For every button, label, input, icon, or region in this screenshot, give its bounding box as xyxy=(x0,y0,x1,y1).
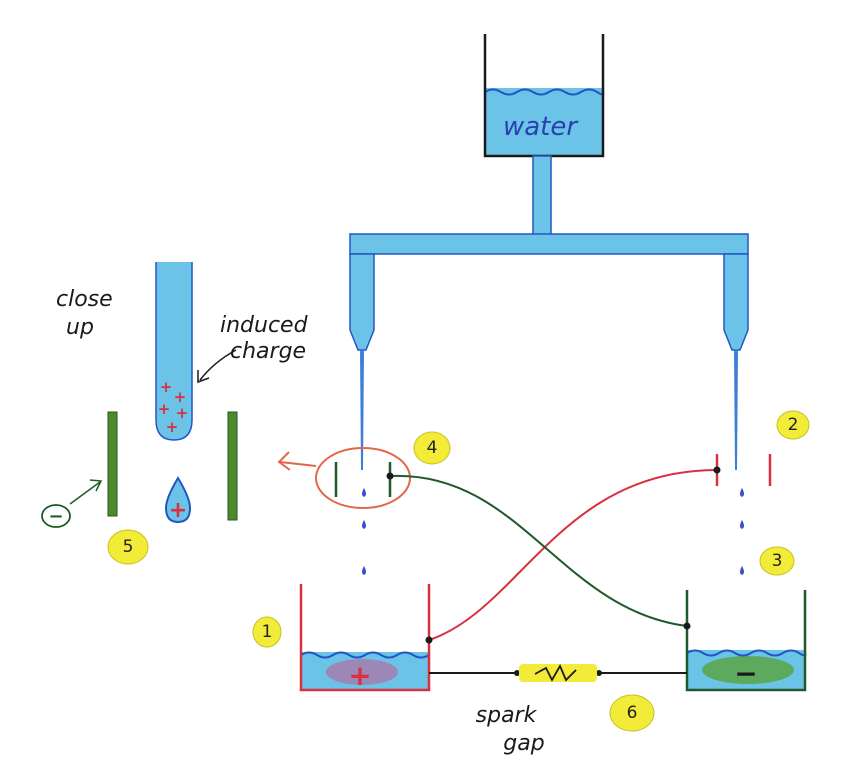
induced-plus-5: + xyxy=(166,418,179,436)
pipe-system xyxy=(349,155,749,470)
close-up-pipe xyxy=(155,262,193,441)
badge-3 xyxy=(759,546,795,576)
badge-6-label: 6 xyxy=(627,703,638,723)
badge-6 xyxy=(609,694,655,732)
horizontal-manifold-pipe xyxy=(349,233,749,255)
left-drop-1 xyxy=(362,488,366,497)
red-wire-node-left xyxy=(425,636,433,644)
red-wire xyxy=(428,469,718,641)
left-drop-pipe xyxy=(349,253,375,351)
badge-4-label: 4 xyxy=(427,438,438,458)
cross-wires xyxy=(386,466,721,644)
spark-gap-glow xyxy=(519,664,597,682)
right-water-stream xyxy=(734,350,738,470)
left-drops xyxy=(362,488,366,575)
induced-plus-3: + xyxy=(158,400,171,418)
badge-2-label: 2 xyxy=(788,415,799,435)
negative-charge-marker-symbol: − xyxy=(48,506,63,527)
badge-5 xyxy=(107,529,149,565)
badge-3-label: 3 xyxy=(772,551,783,571)
close-up-plate-left xyxy=(107,411,118,517)
drop-positive-symbol: + xyxy=(169,498,187,523)
induced-plus-1: + xyxy=(160,378,173,396)
left-drop-3 xyxy=(362,566,366,575)
induced-plus-4: + xyxy=(176,404,189,422)
close-up-label-line1: close xyxy=(56,287,113,312)
positive-charge-symbol: + xyxy=(348,659,371,692)
induced-charge-label-line1: induced xyxy=(220,313,309,338)
negative-charge-arrow-head xyxy=(89,479,103,492)
negative-charge-arrow-line xyxy=(69,481,101,505)
induced-charge-arrow-head xyxy=(197,370,210,384)
close-up-arrow-head xyxy=(277,451,291,471)
spark-zigzag-icon xyxy=(534,663,577,682)
spark-gap-label-line1: spark xyxy=(476,703,538,728)
close-up-arrow-line xyxy=(279,461,317,467)
green-wire-node-left xyxy=(386,472,394,480)
reservoir-water-surface xyxy=(484,88,605,96)
close-up-highlight-circle xyxy=(315,447,411,509)
close-up-label-line2: up xyxy=(66,315,94,340)
green-wire-node-right xyxy=(683,622,691,630)
badge-4 xyxy=(413,431,451,465)
reservoir-water xyxy=(485,88,603,156)
main-stem-pipe xyxy=(532,155,552,237)
badge-2 xyxy=(776,410,810,440)
left-collector-positive: + xyxy=(299,584,431,692)
right-collector-tint xyxy=(702,656,794,684)
badge-5-label: 5 xyxy=(123,537,134,557)
left-drop-2 xyxy=(362,520,366,529)
green-wire xyxy=(389,474,688,627)
spark-gap-node-left xyxy=(514,670,520,676)
badge-1 xyxy=(252,616,282,648)
spark-gap-node-right xyxy=(596,670,602,676)
induced-charge-arrow-line xyxy=(199,349,237,381)
close-up-inset: close up + + + + + induced charge + − xyxy=(41,262,309,528)
spark-gap: spark gap xyxy=(429,663,687,756)
left-collector-tint xyxy=(326,659,398,685)
induced-plus-2: + xyxy=(174,388,187,406)
number-badges: 1 2 3 4 5 6 xyxy=(107,410,810,732)
negative-charge-symbol: − xyxy=(734,657,757,690)
left-collector-water xyxy=(301,652,429,690)
close-up-plate-right xyxy=(227,411,238,521)
right-drop-2 xyxy=(740,520,744,529)
right-collector-negative: − xyxy=(685,590,807,692)
right-collector-surface xyxy=(686,649,807,657)
spark-gap-label-line2: gap xyxy=(503,731,544,756)
right-collector-walls xyxy=(685,590,807,692)
left-induction-plates xyxy=(277,447,411,509)
left-collector-surface xyxy=(300,651,430,659)
badge-1-label: 1 xyxy=(262,622,273,642)
induced-charge-label-line2: charge xyxy=(230,339,306,364)
water-label: water xyxy=(503,112,579,142)
right-induction-plates xyxy=(715,454,772,486)
left-water-stream xyxy=(360,350,364,470)
charged-drop xyxy=(164,476,192,524)
right-drop-1 xyxy=(740,488,744,497)
red-wire-node-right xyxy=(713,466,721,474)
negative-charge-circle xyxy=(41,504,71,528)
right-drop-pipe xyxy=(723,253,749,351)
water-reservoir: water xyxy=(483,34,605,158)
right-drop-3 xyxy=(740,566,744,575)
right-drops xyxy=(740,488,744,575)
